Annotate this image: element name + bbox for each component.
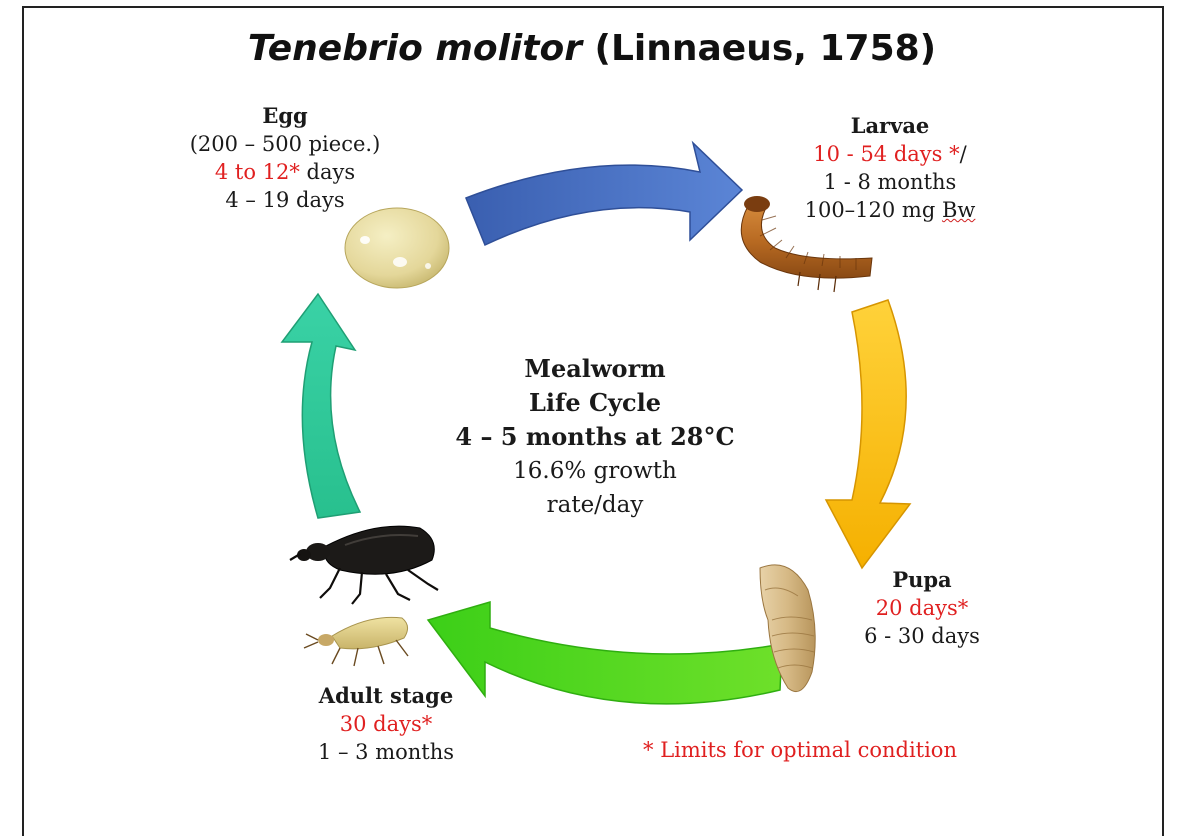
species-authority: (Linnaeus, 1758) <box>595 28 937 69</box>
larvae-range: 1 - 8 months <box>760 168 1020 196</box>
adult-beetle-image <box>290 526 438 604</box>
larvae-separator: / <box>960 142 967 166</box>
adult-beetle-light-image <box>304 617 408 666</box>
adult-range: 1 – 3 months <box>266 738 506 766</box>
larvae-weight-value: 100–120 mg <box>805 198 942 222</box>
egg-name: Egg <box>160 102 410 130</box>
egg-optimal-unit: days <box>300 160 355 184</box>
egg-range: 4 – 19 days <box>160 186 410 214</box>
larvae-weight: 100–120 mg Bw <box>760 196 1020 224</box>
larvae-name: Larvae <box>760 112 1020 140</box>
center-growth-line1: 16.6% growth <box>430 454 760 488</box>
center-summary: Mealworm Life Cycle 4 – 5 months at 28°C… <box>430 352 760 522</box>
adult-name: Adult stage <box>266 682 506 710</box>
arrow-larvae-to-pupa <box>826 300 910 568</box>
pupa-name: Pupa <box>832 566 1012 594</box>
egg-optimal-value: 4 to 12* <box>215 160 300 184</box>
optimal-condition-note: * Limits for optimal condition <box>610 738 990 762</box>
pupa-range: 6 - 30 days <box>832 622 1012 650</box>
adult-stage-label: Adult stage 30 days* 1 – 3 months <box>266 682 506 766</box>
larvae-weight-unit: Bw <box>942 198 975 222</box>
egg-image <box>345 208 449 288</box>
pupa-optimal: 20 days* <box>832 594 1012 622</box>
diagram-title: Tenebrio molitor (Linnaeus, 1758) <box>0 28 1184 69</box>
center-title-line2: Life Cycle <box>430 386 760 420</box>
egg-count: (200 – 500 piece.) <box>160 130 410 158</box>
larvae-stage-label: Larvae 10 - 54 days */ 1 - 8 months 100–… <box>760 112 1020 224</box>
egg-stage-label: Egg (200 – 500 piece.) 4 to 12* days 4 –… <box>160 102 410 214</box>
pupa-stage-label: Pupa 20 days* 6 - 30 days <box>832 566 1012 650</box>
center-duration: 4 – 5 months at 28°C <box>430 420 760 454</box>
larvae-optimal-value: 10 - 54 days * <box>813 142 959 166</box>
adult-optimal: 30 days* <box>266 710 506 738</box>
arrow-adult-to-egg <box>282 294 360 518</box>
center-title-line1: Mealworm <box>430 352 760 386</box>
egg-optimal: 4 to 12* days <box>160 158 410 186</box>
arrow-egg-to-larvae <box>466 143 742 245</box>
species-name: Tenebrio molitor <box>248 28 582 69</box>
larvae-optimal: 10 - 54 days */ <box>760 140 1020 168</box>
center-growth-line2: rate/day <box>430 488 760 522</box>
